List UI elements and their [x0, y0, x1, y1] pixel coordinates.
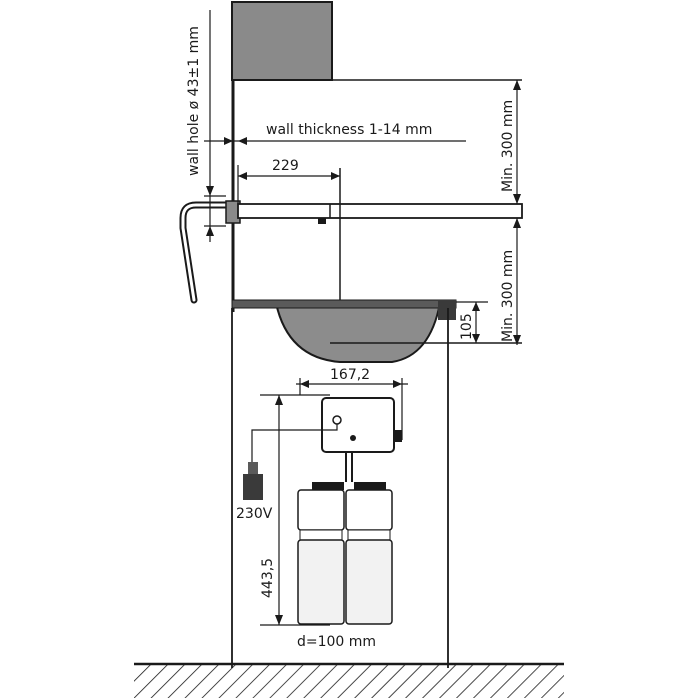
- wall-hole-dimension: [204, 10, 226, 242]
- dim-229-label: 229: [272, 158, 299, 174]
- power-plug: [243, 474, 263, 500]
- counter-top: [237, 203, 523, 219]
- wall-hole-label: wall hole ø 43±1 mm: [186, 26, 202, 176]
- dim-229-dimension: [237, 165, 340, 205]
- filter-cartridge-left: [297, 482, 345, 625]
- filter-diameter-label: d=100 mm: [297, 634, 376, 650]
- wall-thickness-label: wall thickness 1-14 mm: [266, 122, 432, 138]
- min-300-bottom-label: Min. 300 mm: [500, 250, 516, 342]
- min-300-top-label: Min. 300 mm: [500, 100, 516, 192]
- dim-443-dimension: [260, 394, 330, 626]
- wall-thickness-dimension: [204, 137, 466, 145]
- power-cord: [243, 424, 338, 500]
- min-300-top-dimension: [513, 80, 521, 204]
- dim-167-dimension: [296, 378, 408, 440]
- sink-basin: [231, 299, 522, 363]
- dim-167-label: 167,2: [330, 367, 370, 383]
- upper-wall-panel: [231, 1, 333, 81]
- filter-cartridge-right: [345, 482, 393, 625]
- water-heater: [321, 397, 402, 482]
- dim-443-label: 443,5: [260, 558, 276, 598]
- dim-105-label: 105: [459, 313, 475, 340]
- faucet: [179, 200, 241, 304]
- min-300-bottom-dimension: [513, 218, 521, 345]
- dim-105-dimension: [456, 301, 488, 343]
- floor: [134, 662, 564, 698]
- voltage-label: 230V: [236, 506, 273, 522]
